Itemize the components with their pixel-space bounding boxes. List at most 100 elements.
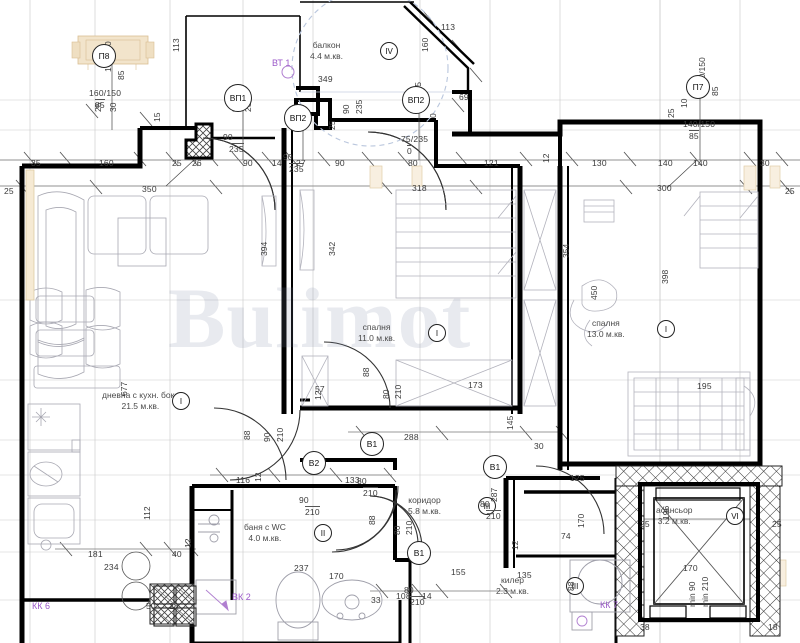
room-area: 3.2 м.кв. [657,515,691,526]
opening-tag-door: B1 [360,432,384,456]
dimension-text: 28 [169,601,179,611]
dimension-text: 14 [422,591,432,601]
opening-width: 90 [299,495,309,505]
room-area: 2.3 м.кв. [496,585,529,596]
dimension-text-vertical: 88 [242,430,252,440]
dimension-text-vertical: 12 [253,472,263,482]
dimension-text: 57 [315,384,325,394]
dimension-text-vertical: 88 [361,367,371,377]
dimension-text-vertical: 80 [381,389,391,399]
balcony-arc [291,0,449,147]
opening-tag-terrace-door: ВП2 [284,104,312,132]
opening-width: 80 [480,499,490,509]
dimension-text-vertical: 160 [420,37,430,52]
opening-width: 75/235 [401,134,429,144]
opening-tag-door: B1 [483,455,507,479]
opening-width: 80 [357,476,367,486]
dimension-text: 35 [31,158,41,168]
dimension-text: 33 [371,595,381,605]
dimension-text: 135 [517,570,532,580]
bottom-window [153,585,197,627]
opening-height: 210 [305,506,320,517]
room-name: баня с WC [244,522,286,532]
dimension-text: 25 [772,519,782,529]
dimension-text-vertical: 394 [259,241,269,256]
dimension-text: 90 [243,158,253,168]
opening-tag-terrace-door: ВП1 [224,84,252,112]
dimension-text-vertical: 15 [152,112,162,122]
dimension-text-vertical: 287 [489,487,499,502]
dimension-text-vertical: 112 [142,506,152,520]
dimension-text: 349 [318,74,333,84]
dimension-text-vertical: 88 [566,581,576,591]
room-area: 11.0 м.кв. [358,332,396,343]
dimension-text: 195 [697,381,712,391]
dimension-text-vertical: 85 [116,70,126,80]
hatched-walls [149,465,783,637]
dimension-text: 90 [335,158,345,168]
dimension-text: 38 [640,622,650,632]
dimension-text: 181 [88,549,103,559]
dimension-text: 155 [451,567,466,577]
dimension-text: 173 [468,380,483,390]
opening-tag-window: П7 [686,75,710,99]
walls [19,1,763,643]
dimension-text-vertical: 342 [327,241,337,256]
room-type-badge-bedroom2: I [657,320,675,338]
opening-tag-door: B2 [302,451,326,475]
dimension-text-vertical: 30 [108,102,118,112]
room-type-badge-pantry: III [566,577,584,595]
opening-width: 90 [223,132,233,142]
dimension-text-vertical: 235 [354,99,364,114]
dimension-text: 113 [441,22,456,32]
opening-tag-terrace-door: ВП2 [402,86,430,114]
furniture-bedroom2 [569,191,759,457]
dimension-text: 116 [236,475,251,485]
dimension-text: 74 [561,531,571,541]
dimension-text-vertical: 0 [428,113,438,118]
elevator-shaft [638,482,760,622]
room-area: 4.0 м.кв. [248,532,282,543]
room-name: коридор [408,495,441,505]
opening-width: 160/150 [89,88,122,98]
dimension-text-vertical: 80 [392,525,402,535]
opening-tag-door: B1 [407,541,431,565]
room-name: спалня [591,318,620,328]
room-name: спалня [362,322,391,332]
opening-width: 90 [283,152,293,162]
room-area: 21.5 м.кв. [121,400,160,411]
opening-height: 85 [689,130,699,141]
dimension-text-vertical: 88 [367,515,377,525]
dimension-text-vertical: min 210 [700,576,710,607]
dimension-text: 14 [272,158,282,168]
dimension-text-vertical: 25 [666,108,676,118]
dimension-text-vertical: 113 [171,38,181,52]
dimension-text: 160 [99,158,114,168]
dimension-text-vertical: 210 [404,520,414,535]
dimension-text-vertical: 90 [262,432,272,442]
room-type-badge-living: I [172,392,190,410]
furniture-tan-left [25,169,35,301]
annotation-marker: КК 7 [600,600,618,610]
dimension-text: 25 [640,519,650,529]
dimension-text: 234 [104,562,119,572]
opening-height: 210 [363,487,378,498]
dimension-text-vertical: 210 [275,427,285,442]
dimension-text-vertical: 677 [119,381,129,396]
annotation-marker: ВТ 1 [272,58,291,68]
opening-height: 0 [407,145,412,156]
opening-tag-window: П8 [92,44,116,68]
dimension-text-vertical: 398 [660,269,670,284]
room-name: асансьор [656,505,693,515]
room-type-badge-elevator: VI [726,507,744,525]
